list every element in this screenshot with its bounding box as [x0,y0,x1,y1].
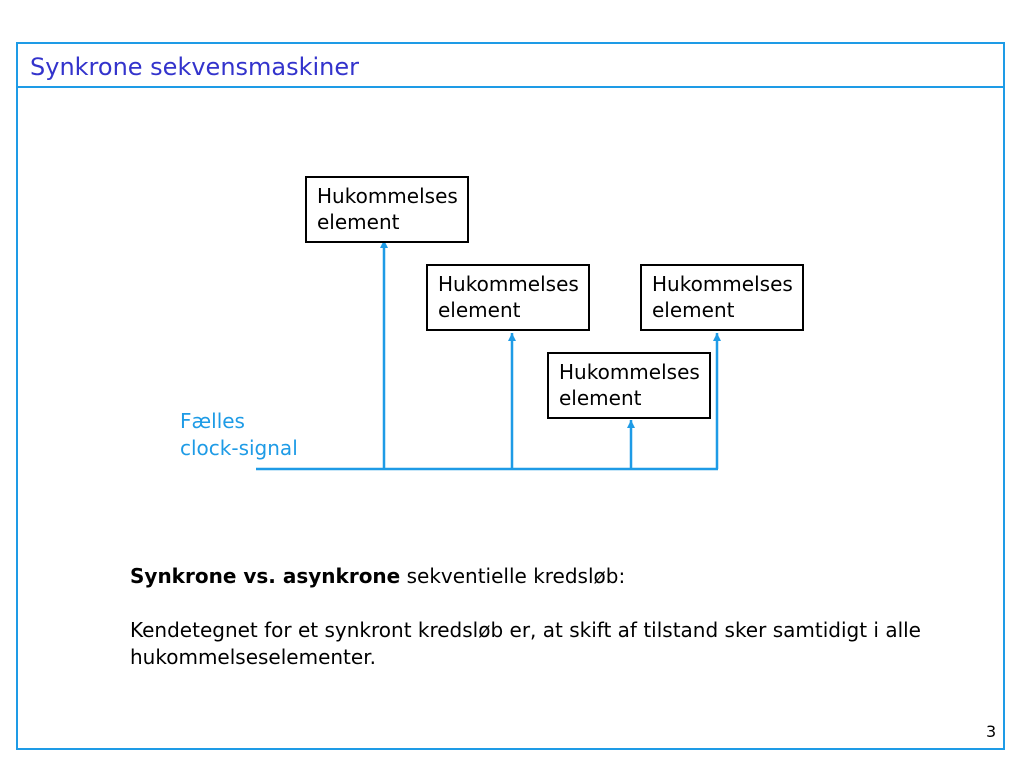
body-paragraph: Kendetegnet for et synkront kredsløb er,… [130,618,921,669]
body-text: Synkrone vs. asynkrone sekventielle kred… [130,563,950,671]
box-label-line1: Hukommelses [317,184,458,208]
box-label-line2: element [559,386,642,410]
box-label-line2: element [317,210,400,234]
memory-element-box: Hukommelses element [305,176,469,243]
slide-frame: Synkrone sekvensmaskiner [16,42,1005,750]
arrowhead-3 [627,420,635,428]
heading-rest: sekventielle kredsløb: [400,564,626,588]
page-number: 3 [986,722,997,741]
clock-label-line1: Fælles [180,409,245,433]
box-label-line2: element [652,298,735,322]
box-label-line1: Hukommelses [652,272,793,296]
clock-label-line2: clock-signal [180,436,298,460]
memory-element-box: Hukommelses element [640,264,804,331]
body-heading: Synkrone vs. asynkrone sekventielle kred… [130,563,950,590]
box-label-line1: Hukommelses [438,272,579,296]
heading-bold: Synkrone vs. asynkrone [130,564,401,588]
clock-signal-label: Fælles clock-signal [180,408,298,462]
arrowhead-2 [508,333,516,341]
box-label-line1: Hukommelses [559,360,700,384]
arrowhead-1 [380,240,388,248]
box-label-line2: element [438,298,521,322]
memory-element-box: Hukommelses element [426,264,590,331]
title-bar: Synkrone sekvensmaskiner [18,44,1003,88]
slide-title: Synkrone sekvensmaskiner [30,53,360,81]
memory-element-box: Hukommelses element [547,352,711,419]
arrowhead-4 [713,333,721,341]
